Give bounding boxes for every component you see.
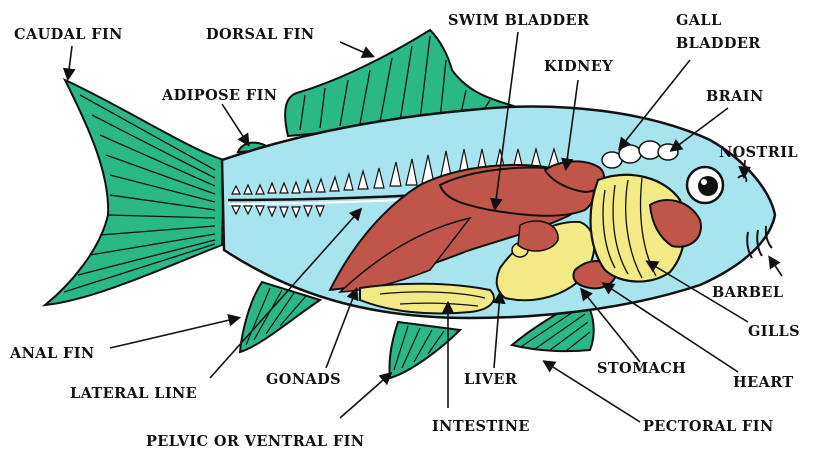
adipose-fin-arrow [222, 104, 248, 144]
label-gonads: GONADS [266, 371, 341, 388]
label-brain: BRAIN [706, 88, 764, 105]
label-pectoral-fin: PECTORAL FIN [643, 418, 774, 435]
stomach [518, 221, 558, 251]
label-anal-fin: ANAL FIN [9, 345, 95, 362]
label-caudal-fin: CAUDAL FIN [14, 26, 123, 43]
label-dorsal-fin: DORSAL FIN [206, 26, 315, 43]
label-barbel: BARBEL [712, 284, 783, 301]
caudal-fin [45, 80, 224, 305]
caudal-fin-arrow [68, 46, 72, 78]
label-liver: LIVER [464, 371, 518, 388]
label-pelvic-fin: PELVIC OR VENTRAL FIN [146, 433, 364, 450]
label-intestine: INTESTINE [432, 418, 530, 435]
label-nostril: NOSTRIL [719, 144, 798, 161]
nostril-arrow [744, 160, 745, 176]
barbel-arrow [770, 258, 782, 276]
label-stomach: STOMACH [597, 360, 686, 377]
label-swim-bladder: SWIM BLADDER [448, 12, 590, 29]
pelvic-fin-arrow [340, 374, 390, 418]
label-lateral-line: LATERAL LINE [70, 385, 197, 402]
pupil [698, 176, 718, 196]
label-gills: GILLS [748, 323, 800, 340]
label-heart: HEART [733, 374, 794, 391]
eye-highlight [701, 179, 707, 185]
label-gall-bladder-2: BLADDER [676, 35, 761, 52]
label-gall-bladder-1: GALL [676, 12, 722, 29]
label-kidney: KIDNEY [544, 58, 613, 75]
dorsal-fin-arrow [340, 42, 372, 56]
label-adipose-fin: ADIPOSE FIN [161, 87, 277, 104]
anal-fin-arrow [110, 318, 238, 348]
